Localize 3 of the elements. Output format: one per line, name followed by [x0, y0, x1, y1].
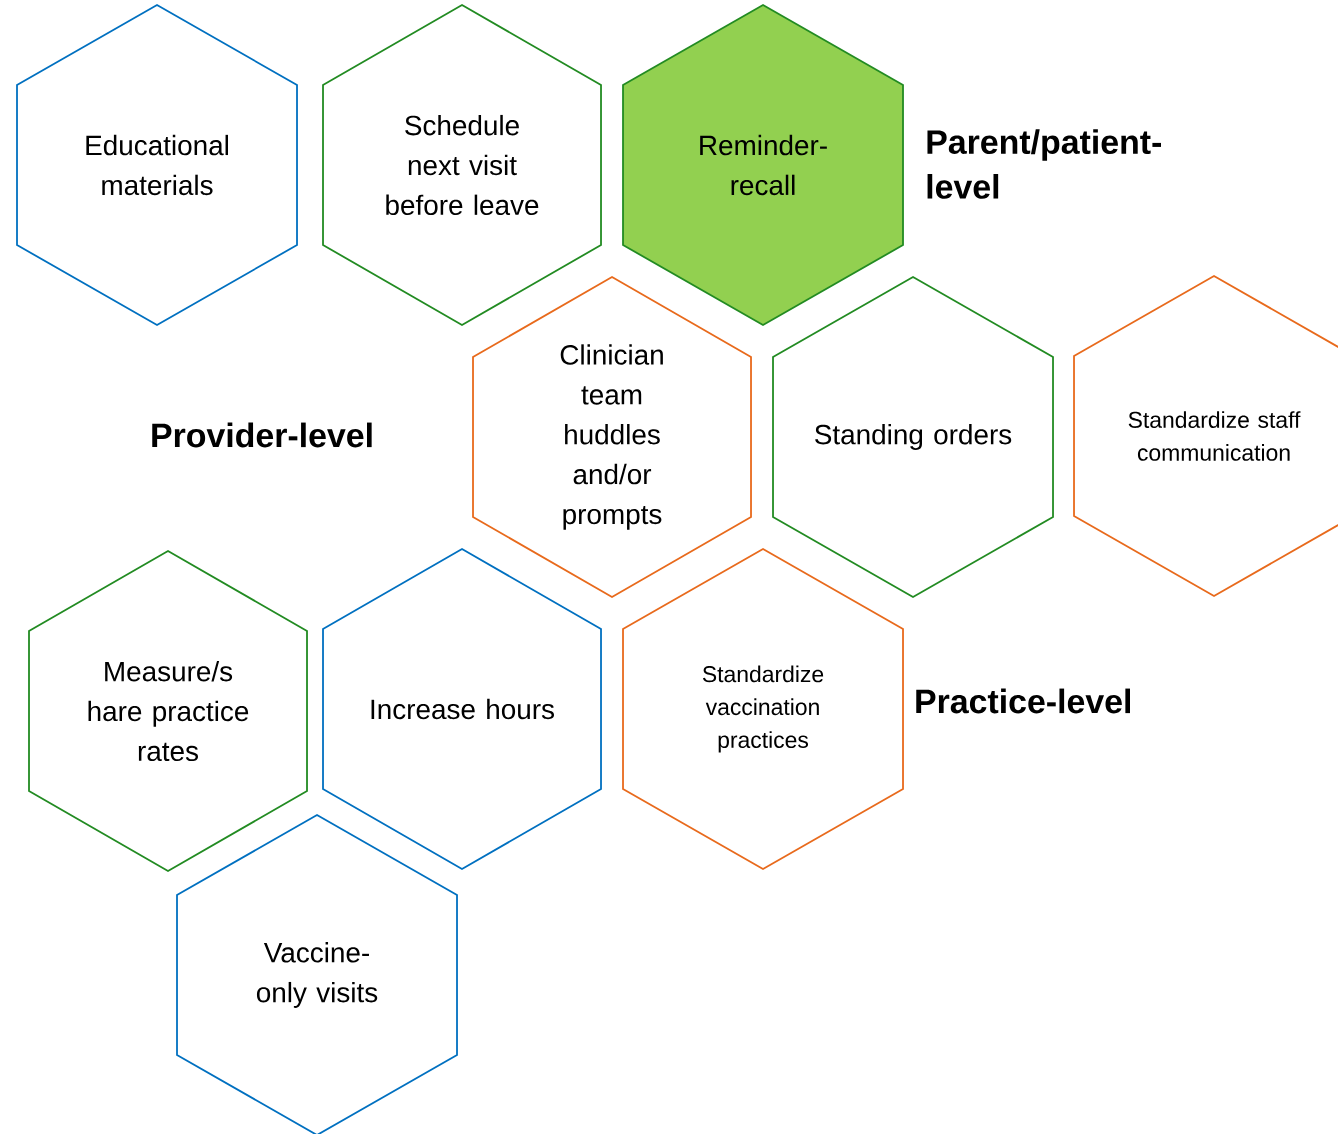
level-label: Practice-level — [916, 688, 1131, 714]
level-label: Provider-level — [152, 422, 372, 448]
level-label: Parent/patient-level — [927, 129, 1161, 199]
